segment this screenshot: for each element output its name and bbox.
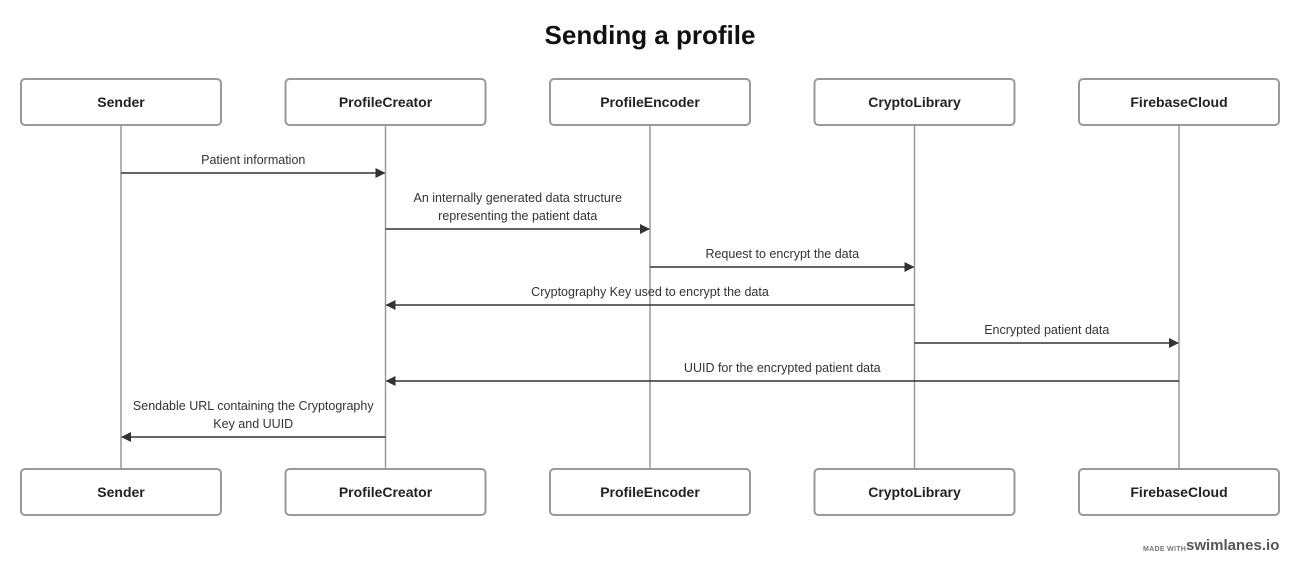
- participant-sender-bottom: Sender: [20, 468, 222, 516]
- message-1: Patient information: [121, 153, 386, 178]
- message-label-line: Cryptography Key used to encrypt the dat…: [531, 285, 769, 299]
- participant-label: CryptoLibrary: [868, 484, 961, 500]
- participant-label: CryptoLibrary: [868, 94, 961, 110]
- participant-cryptolibrary-top: CryptoLibrary: [813, 78, 1016, 126]
- participant-label: FirebaseCloud: [1130, 484, 1227, 500]
- message-label: Request to encrypt the data: [705, 247, 859, 261]
- participant-profileencoder-bottom: ProfileEncoder: [549, 468, 751, 516]
- participant-firebasecloud-top: FirebaseCloud: [1078, 78, 1280, 126]
- participant-label: ProfileEncoder: [600, 94, 700, 110]
- participant-label: ProfileCreator: [339, 484, 433, 500]
- message-label-line: An internally generated data structure: [414, 191, 623, 205]
- message-3: Request to encrypt the data: [650, 247, 915, 272]
- participant-profilecreator-top: ProfileCreator: [284, 78, 487, 126]
- message-6: UUID for the encrypted patient data: [385, 361, 1179, 386]
- message-2: An internally generated data structure re…: [385, 191, 650, 234]
- message-label: Patient information: [201, 153, 305, 167]
- participant-label: ProfileEncoder: [600, 484, 700, 500]
- message-label-line: Key and UUID: [213, 417, 293, 431]
- participant-label: ProfileCreator: [339, 94, 433, 110]
- participant-label: FirebaseCloud: [1130, 94, 1227, 110]
- swimlanes-brand-link[interactable]: swimlanes.io: [1186, 537, 1280, 554]
- participant-firebasecloud-bottom: FirebaseCloud: [1078, 468, 1280, 516]
- message-4: Cryptography Key used to encrypt the dat…: [385, 285, 915, 310]
- message-label-line: UUID for the encrypted patient data: [684, 361, 881, 375]
- participant-label: Sender: [97, 484, 145, 500]
- message-label-line: Request to encrypt the data: [705, 247, 859, 261]
- message-label-line: representing the patient data: [438, 209, 597, 223]
- message-label-line: Encrypted patient data: [984, 323, 1109, 337]
- participant-label: Sender: [97, 94, 145, 110]
- participant-profilecreator-bottom: ProfileCreator: [284, 468, 487, 516]
- message-7: Sendable URL containing the Cryptography…: [121, 399, 386, 442]
- participant-cryptolibrary-bottom: CryptoLibrary: [813, 468, 1016, 516]
- diagram-title: Sending a profile: [544, 20, 756, 50]
- message-label: Cryptography Key used to encrypt the dat…: [531, 285, 769, 299]
- message-label-line: Patient information: [201, 153, 305, 167]
- participant-sender-top: Sender: [20, 78, 222, 126]
- message-label: UUID for the encrypted patient data: [684, 361, 881, 375]
- message-5: Encrypted patient data: [914, 323, 1179, 348]
- message-label: An internally generated data structure re…: [414, 191, 623, 223]
- participant-profileencoder-top: ProfileEncoder: [549, 78, 751, 126]
- message-label: Encrypted patient data: [984, 323, 1109, 337]
- made-with-label: MADE WITH: [1143, 546, 1187, 553]
- message-label-line: Sendable URL containing the Cryptography: [133, 399, 374, 413]
- message-label: Sendable URL containing the Cryptography…: [133, 399, 374, 431]
